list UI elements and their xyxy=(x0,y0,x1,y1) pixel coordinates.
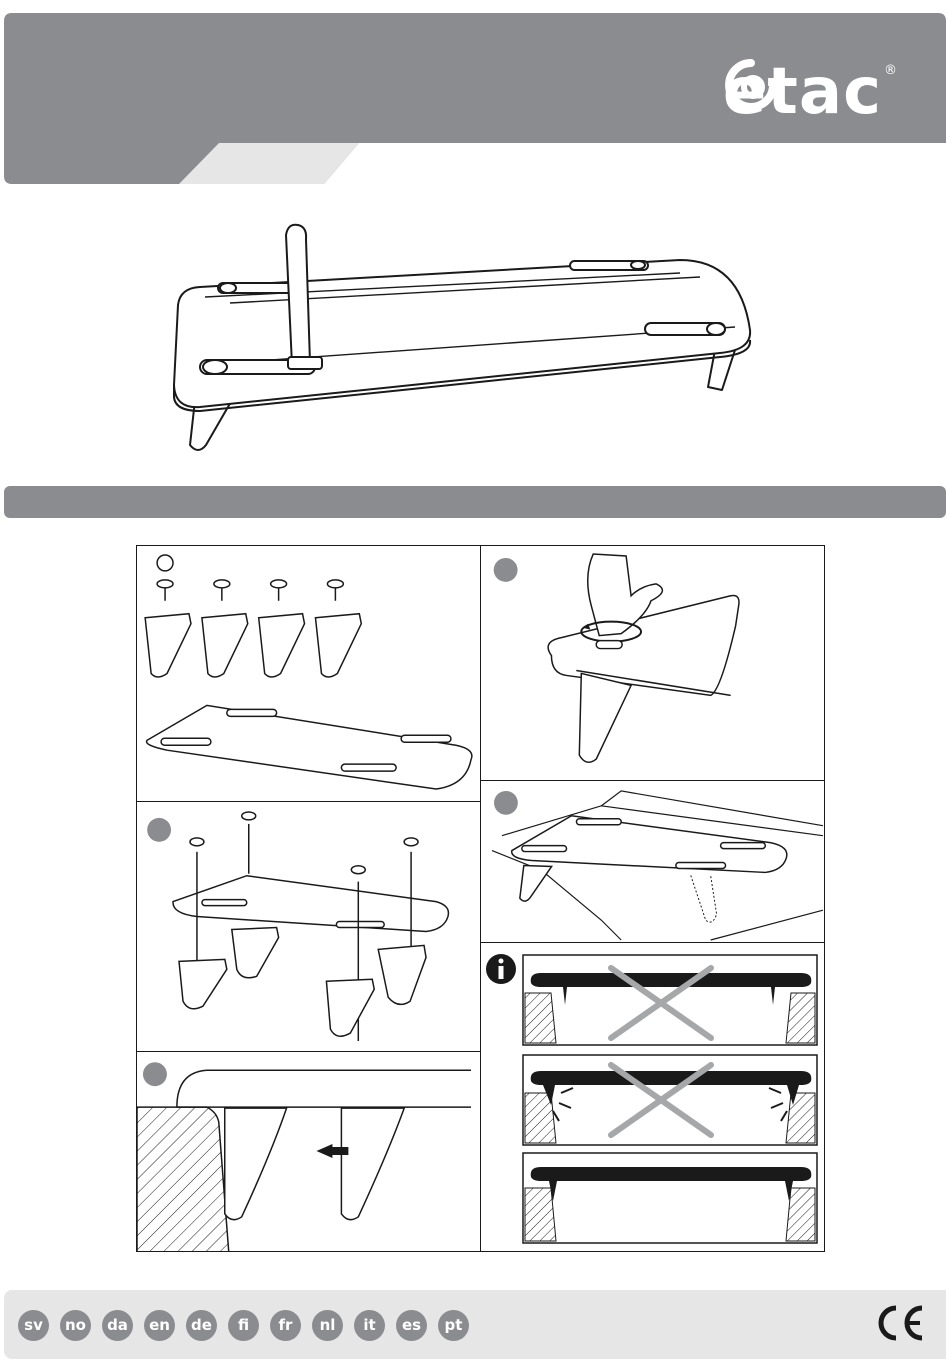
leg-icon xyxy=(145,614,361,677)
bath-board-illustration xyxy=(160,215,760,460)
etac-logo-icon xyxy=(723,57,779,113)
panel-leg-adjust xyxy=(137,1052,481,1252)
fit-info-illustration xyxy=(481,943,824,1252)
language-badge-fi[interactable]: fi xyxy=(228,1310,259,1341)
language-list: sv no da en de fi fr nl it es pt xyxy=(18,1310,480,1341)
step-marker xyxy=(494,791,518,815)
parts-illustration xyxy=(137,546,480,801)
leg-adjust-illustration xyxy=(137,1052,480,1252)
panel-assemble xyxy=(137,802,481,1052)
screw-icon xyxy=(157,580,343,601)
step-marker xyxy=(494,558,518,582)
panel-parts xyxy=(137,546,481,802)
language-badge-no[interactable]: no xyxy=(60,1310,91,1341)
tighten-illustration xyxy=(481,546,824,780)
language-badge-de[interactable]: de xyxy=(186,1310,217,1341)
ce-mark-icon xyxy=(872,1302,928,1344)
panel-placement xyxy=(481,781,824,943)
registered-mark: ® xyxy=(884,63,898,78)
placement-illustration xyxy=(481,781,824,942)
panel-info xyxy=(481,943,824,1252)
language-badge-fr[interactable]: fr xyxy=(270,1310,301,1341)
language-badge-da[interactable]: da xyxy=(102,1310,133,1341)
step-marker xyxy=(143,1062,167,1086)
panel-tighten xyxy=(481,546,824,781)
language-badge-en[interactable]: en xyxy=(144,1310,175,1341)
instruction-panels xyxy=(136,545,825,1252)
step-marker xyxy=(147,818,171,842)
brand-logo: etac ® xyxy=(723,57,898,127)
section-bar xyxy=(4,486,946,518)
language-badge-pt[interactable]: pt xyxy=(438,1310,469,1341)
language-badge-nl[interactable]: nl xyxy=(312,1310,343,1341)
header-banner: etac ® xyxy=(4,13,946,184)
language-badge-sv[interactable]: sv xyxy=(18,1310,49,1341)
assembly-illustration xyxy=(137,802,480,1051)
language-badge-it[interactable]: it xyxy=(354,1310,385,1341)
footer-bar: sv no da en de fi fr nl it es pt xyxy=(4,1290,946,1359)
language-badge-es[interactable]: es xyxy=(396,1310,427,1341)
